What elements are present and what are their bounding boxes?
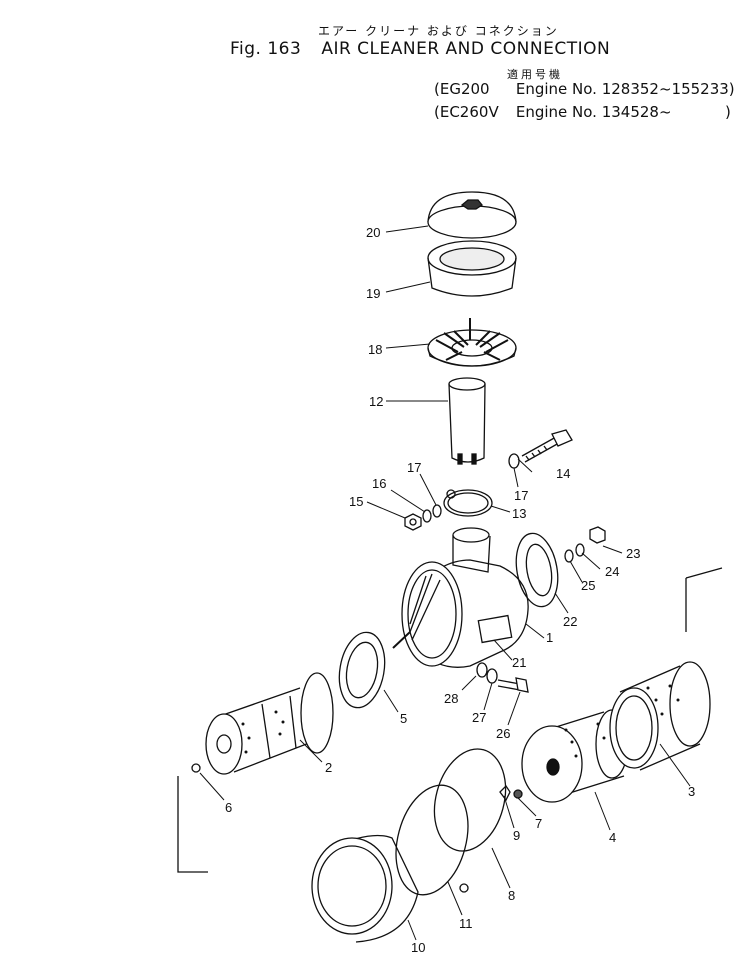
applicability-row-2: (EC260V Engine No. 134528~ xyxy=(434,103,672,121)
part-dust-bowl xyxy=(427,240,517,297)
figure-number: Fig. 163 xyxy=(230,39,302,59)
part-gasket-22 xyxy=(515,532,559,608)
model-name: EG200 xyxy=(439,80,490,98)
part-element-3 xyxy=(609,661,711,771)
callout-24: 24 xyxy=(605,564,619,579)
part-element-4 xyxy=(521,709,629,803)
callout-3: 3 xyxy=(688,784,695,799)
callout-17a: 17 xyxy=(407,460,421,475)
part-nut-washers xyxy=(404,504,442,531)
callout-7: 7 xyxy=(535,816,542,831)
japanese-title: エアー クリーナ および コネクション xyxy=(318,24,559,38)
callout-21: 21 xyxy=(512,655,526,670)
callout-labels: 1 2 3 4 5 6 7 8 9 10 11 12 13 14 15 16 1… xyxy=(225,225,695,955)
callout-14: 14 xyxy=(556,466,570,481)
engine-range: Engine No. 134528~ xyxy=(515,103,672,121)
callout-20: 20 xyxy=(366,225,380,240)
callout-2: 2 xyxy=(325,760,332,775)
callout-9: 9 xyxy=(513,828,520,843)
japanese-applicability-label: 適用号機 xyxy=(507,68,563,81)
part-washer-17 xyxy=(508,453,520,469)
callout-1: 1 xyxy=(546,630,553,645)
callout-17b: 17 xyxy=(514,488,528,503)
part-wing-nut xyxy=(499,784,523,802)
close-paren: ) xyxy=(725,103,731,121)
callout-10: 10 xyxy=(411,940,425,955)
callout-13: 13 xyxy=(512,506,526,521)
callout-6: 6 xyxy=(225,800,232,815)
part-cover-10 xyxy=(311,834,419,943)
leader-lines xyxy=(199,225,691,941)
part-body xyxy=(392,527,529,668)
bracket-left xyxy=(177,776,208,873)
callout-23: 23 xyxy=(626,546,640,561)
part-clamp-13 xyxy=(443,489,493,517)
applicability-row-1: (EG200 Engine No. 128352~155233) xyxy=(434,80,734,98)
open-paren: ( xyxy=(434,103,440,121)
callout-12: 12 xyxy=(369,394,383,409)
part-bolt-washers-lower xyxy=(476,662,529,693)
part-bolt-14 xyxy=(521,429,573,463)
bracket-right xyxy=(685,567,723,632)
part-oring-6 xyxy=(191,763,201,773)
open-paren: ( xyxy=(434,80,440,98)
callout-4: 4 xyxy=(609,830,616,845)
part-gasket-5 xyxy=(338,631,386,709)
model-name: EC260V xyxy=(439,103,499,121)
callout-27: 27 xyxy=(472,710,486,725)
part-band-8 xyxy=(433,748,507,852)
callout-25: 25 xyxy=(581,578,595,593)
part-vane xyxy=(427,318,517,367)
diagram-title: AIR CLEANER AND CONNECTION xyxy=(321,39,611,59)
part-cap xyxy=(427,191,517,239)
callout-8: 8 xyxy=(508,888,515,903)
callout-28: 28 xyxy=(444,691,458,706)
callout-22: 22 xyxy=(563,614,577,629)
callout-15: 15 xyxy=(349,494,363,509)
callout-26: 26 xyxy=(496,726,510,741)
callout-5: 5 xyxy=(400,711,407,726)
part-nut-washers-right xyxy=(564,526,606,563)
engine-range: Engine No. 128352~155233) xyxy=(515,80,734,98)
part-inner-element xyxy=(205,672,334,775)
callout-16: 16 xyxy=(372,476,386,491)
part-tube xyxy=(448,377,486,465)
callout-11: 11 xyxy=(459,916,473,931)
callout-18: 18 xyxy=(368,342,382,357)
callout-19: 19 xyxy=(366,286,380,301)
figure-title: Fig. 163 AIR CLEANER AND CONNECTION xyxy=(230,39,610,59)
part-clamp-11 xyxy=(395,784,469,896)
